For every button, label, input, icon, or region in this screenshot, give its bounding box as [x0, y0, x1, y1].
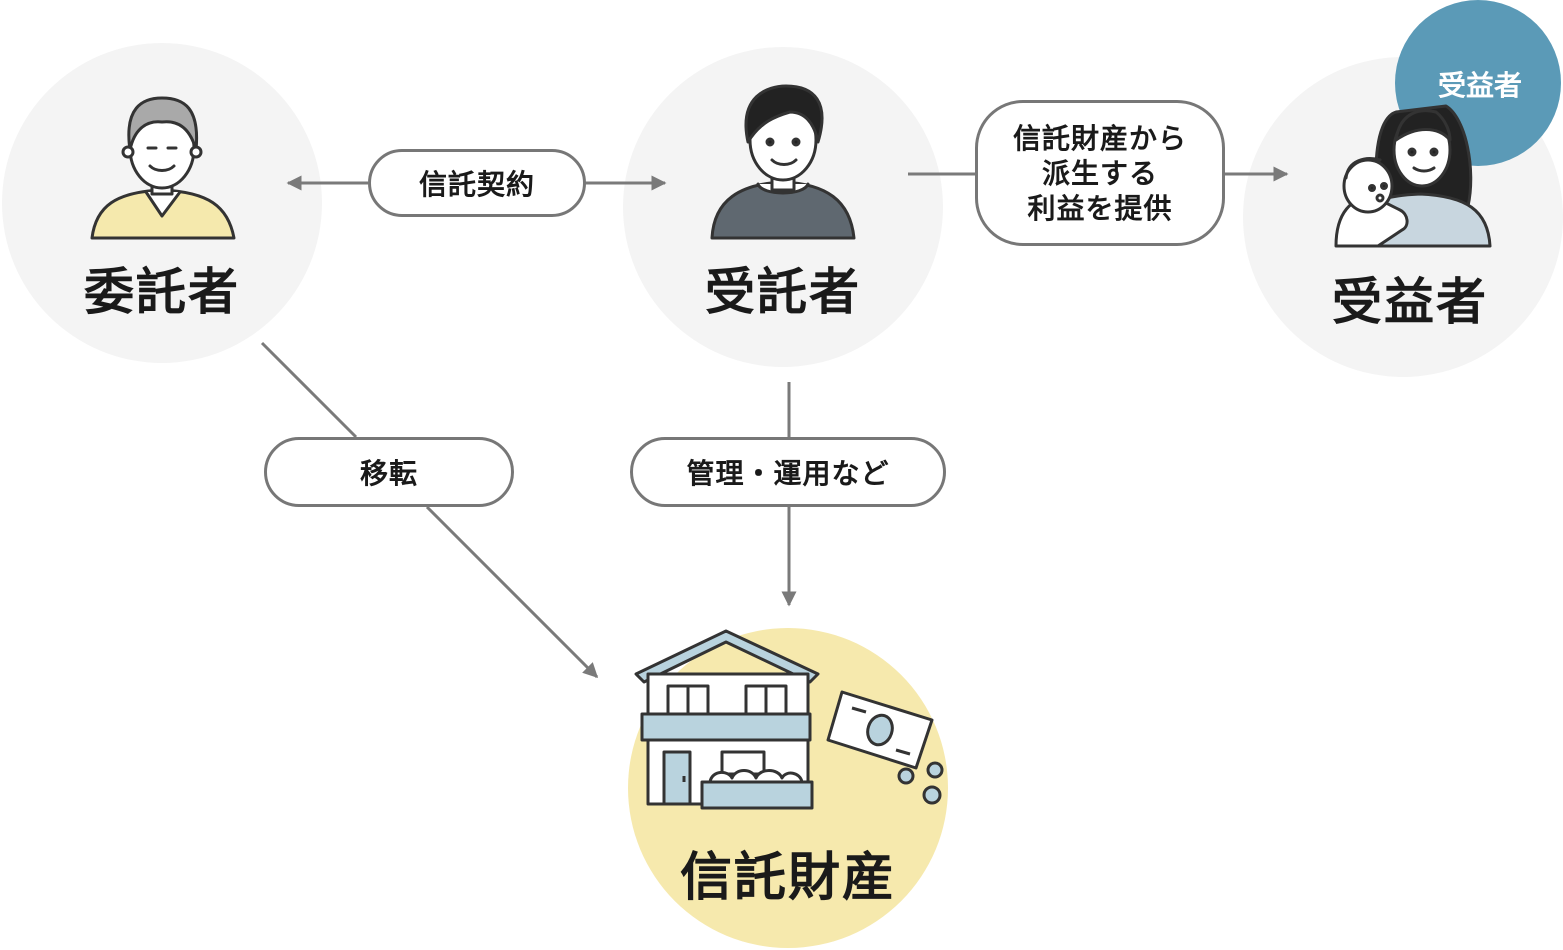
- transfer-arrow: [425, 505, 599, 679]
- coin-icon: [926, 761, 944, 779]
- trust-contract-label: 信託契約: [368, 149, 586, 217]
- benefit-label-line3: 利益を提供: [1027, 191, 1173, 225]
- banknote-icon: [826, 690, 934, 770]
- management-label: 管理・運用など: [630, 437, 946, 507]
- elderly-man-icon: [90, 96, 236, 240]
- benefit-label-line1: 信託財産から: [1012, 121, 1187, 155]
- transfer-label: 移転: [264, 437, 514, 507]
- beneficiary-badge-label: 受益者: [1437, 69, 1522, 102]
- young-man-icon: [710, 84, 856, 240]
- beneficiary-label: 受益者: [1332, 272, 1488, 331]
- transfer-line: [260, 341, 358, 439]
- benefit-label-line2: 派生する: [1041, 156, 1158, 190]
- trust-property-label: 信託財産: [679, 847, 896, 908]
- coin-icon: [897, 767, 915, 785]
- trustee-label: 受託者: [705, 262, 861, 321]
- house-icon: [634, 629, 820, 810]
- mother-child-icon: [1334, 104, 1492, 248]
- coin-icon: [922, 785, 942, 805]
- benefit-label: 信託財産から 派生する 利益を提供: [975, 100, 1225, 246]
- settlor-label: 委託者: [84, 262, 240, 321]
